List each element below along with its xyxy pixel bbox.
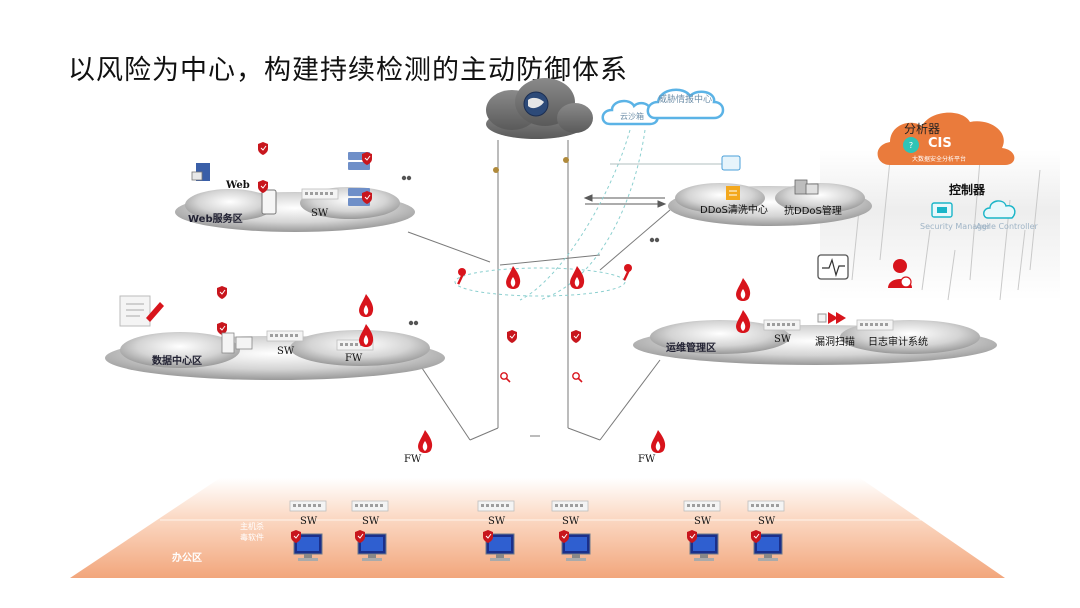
intel-clouds (601, 88, 725, 126)
ddos-endpoint-icon (721, 155, 741, 171)
vuln-scan-icon (817, 312, 846, 324)
agile-controller-label: Agile Controller (976, 222, 1038, 231)
controller-label: 控制器 (949, 183, 986, 197)
host-av-label-2: 毒软件 (240, 533, 264, 542)
ops-zone-cloud (633, 320, 997, 365)
shield-icon (216, 285, 228, 300)
analyzer-label: 分析器 (904, 122, 941, 136)
ops-audit-device (856, 319, 894, 331)
cis-icon: ? (903, 137, 919, 153)
key-icon (623, 264, 632, 281)
fire-icon (736, 310, 751, 333)
office-zone-label: 办公区 (172, 553, 202, 564)
web-firewall-device (261, 189, 277, 215)
web-label: Web (226, 180, 250, 191)
office-zone-platform (70, 478, 1005, 578)
office-sw-label: SW (300, 516, 318, 527)
agile-controller-icon (983, 200, 1016, 219)
vuln-scan-label: 漏洞扫描 (815, 337, 855, 348)
office-sw-label: SW (562, 516, 580, 527)
threat-intel-label: 威胁情报中心 (658, 95, 713, 105)
shield-icon (570, 329, 582, 344)
web-sw-label: SW (311, 208, 329, 219)
ddos-cleaning-label: DDoS清洗中心 (700, 205, 768, 216)
office-sw-label: SW (362, 516, 380, 527)
globe-icon (523, 91, 549, 117)
key-icon (457, 268, 466, 285)
ddos-cleaning-icon (726, 186, 740, 200)
left-fw-label: FW (404, 454, 422, 465)
shield-icon (506, 329, 518, 344)
host-av-label-1: 主机杀 (240, 522, 264, 531)
audit-label: 日志审计系统 (868, 337, 928, 348)
ops-sw-label: SW (774, 334, 792, 345)
anti-ddos-label: 抗DDoS管理 (784, 206, 842, 217)
ops-switch-icon (763, 319, 801, 331)
platform-label: 大数据安全分析平台 (912, 156, 967, 163)
datacenter-zone-label: 数据中心区 (152, 356, 202, 367)
intel-dashed-links (454, 129, 646, 301)
web-switch-icon (301, 188, 339, 200)
fire-icon (418, 430, 433, 453)
magnifier-icon (499, 371, 511, 383)
datacenter-server-icon (221, 332, 253, 354)
datacenter-switch-icon (266, 330, 304, 342)
datacenter-sw-label: SW (277, 346, 295, 357)
security-manager-icon (931, 202, 953, 218)
datacenter-fw-label: FW (345, 353, 363, 364)
anti-ddos-server-icon (794, 179, 819, 195)
document-icon (119, 295, 164, 327)
ops-zone-label: 运维管理区 (666, 343, 716, 354)
ddos-arrows (583, 194, 667, 208)
link-icon (401, 175, 660, 326)
fire-icon (359, 324, 374, 347)
cloud-sandbox-label: 云沙箱 (620, 112, 644, 121)
right-fw-label: FW (638, 454, 656, 465)
pulse-icon (817, 254, 849, 280)
fire-icon (359, 294, 374, 317)
shield-icon (257, 141, 269, 156)
fire-icon (651, 430, 666, 453)
office-sw-label: SW (694, 516, 712, 527)
web-zone-label: Web服务区 (188, 214, 243, 225)
security-manager-label: Security Manager (920, 222, 991, 231)
fire-icon (736, 278, 751, 301)
cis-label: CIS (928, 136, 952, 151)
magnifier-icon (571, 371, 583, 383)
link-icon (493, 157, 569, 173)
fire-icon (506, 266, 521, 289)
network-links (407, 140, 671, 441)
office-sw-label: SW (758, 516, 776, 527)
web-server-icon (191, 163, 210, 181)
office-sw-label: SW (488, 516, 506, 527)
svg-text:?: ? (909, 141, 913, 150)
user-icon (888, 259, 912, 288)
